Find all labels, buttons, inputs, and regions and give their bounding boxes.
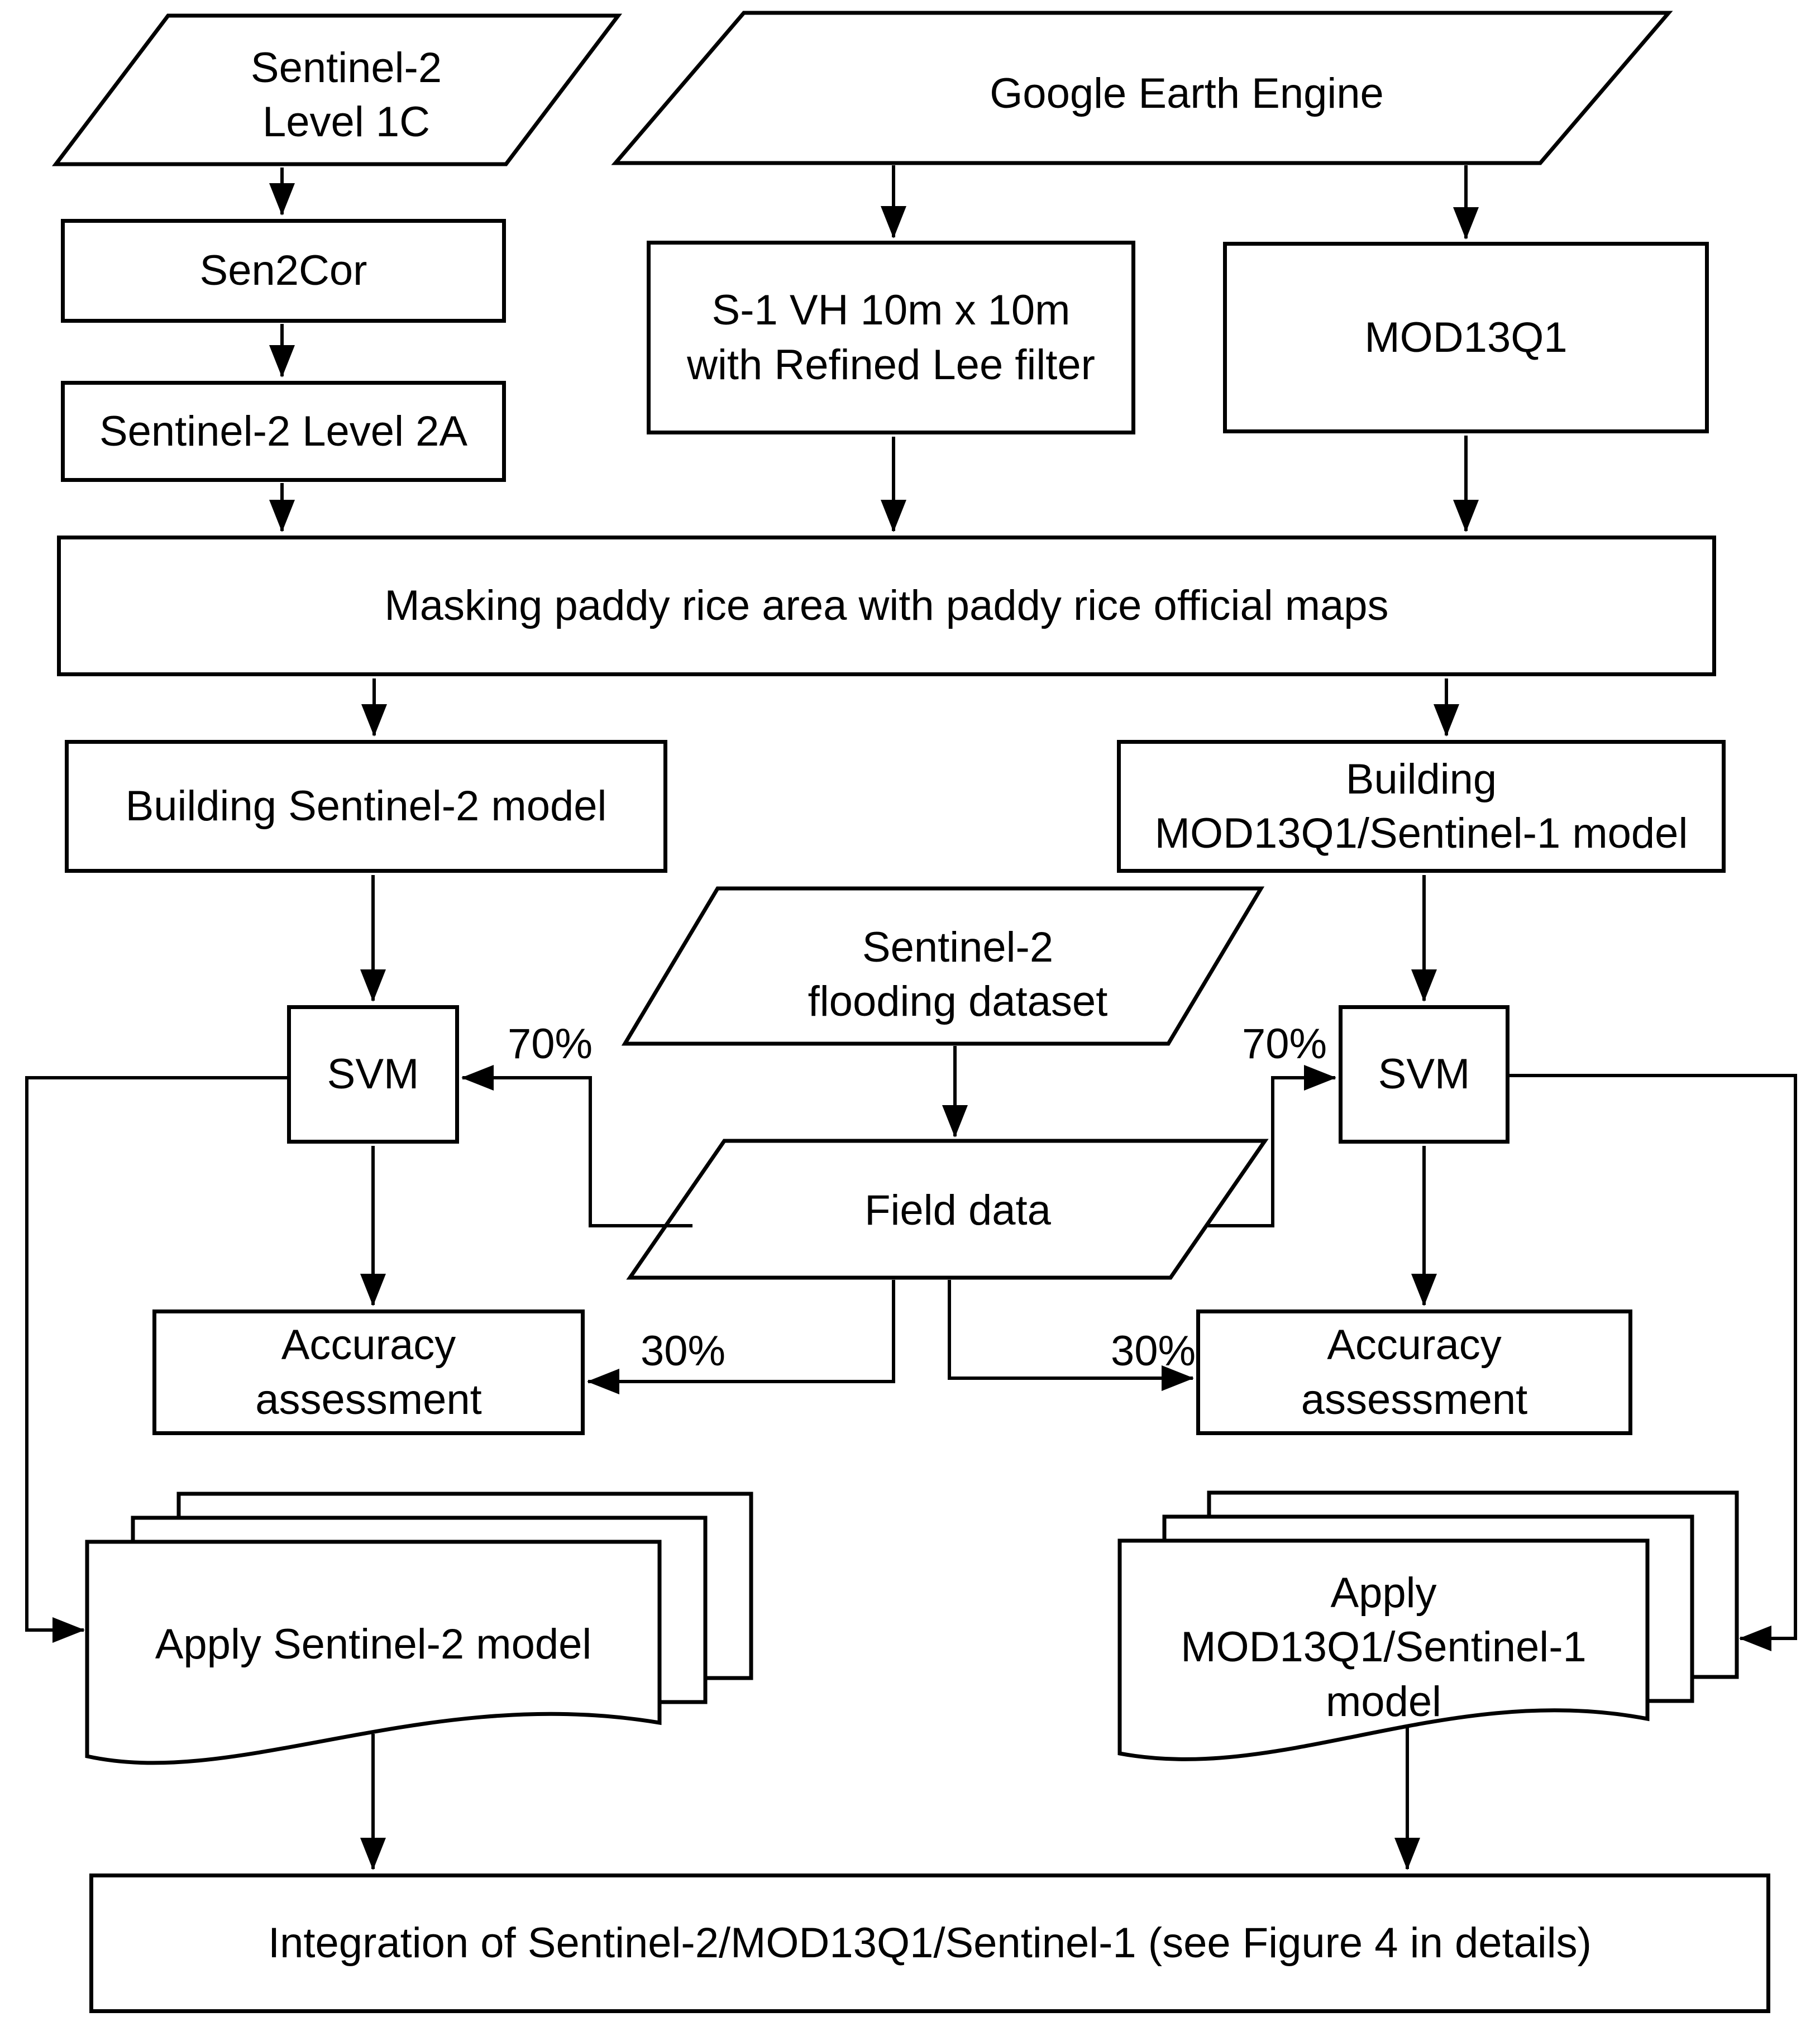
edge-svm-left-to-apply-s2 bbox=[25, 1076, 287, 1643]
node-label: SVM bbox=[327, 1050, 419, 1098]
parallelogram-sentinel2-level1c bbox=[51, 13, 623, 166]
node-sentinel2-level2a: Sentinel-2 Level 2A bbox=[61, 381, 506, 482]
node-masking-paddy-rice: Masking paddy rice area with paddy rice … bbox=[57, 536, 1716, 676]
node-label-line1: Sentinel-2 bbox=[250, 44, 442, 92]
document-stack-apply-mod13q1-sentinel1-model bbox=[1117, 1490, 1739, 1761]
document-stack-apply-sentinel2-model bbox=[85, 1492, 753, 1765]
label-field-data: Field data bbox=[679, 1175, 1237, 1245]
node-s1-vh-refined-lee: S-1 VH 10m x 10m with Refined Lee filter bbox=[647, 241, 1135, 434]
node-accuracy-assessment-right: Accuracy assessment bbox=[1196, 1309, 1632, 1435]
node-label: MOD13Q1 bbox=[1364, 313, 1568, 361]
label-apply-mod13q1-sentinel1-model: Apply MOD13Q1/Sentinel-1 model bbox=[1131, 1564, 1636, 1731]
parallelogram-field-data bbox=[626, 1139, 1269, 1280]
node-integration: Integration of Sentinel-2/MOD13Q1/Sentin… bbox=[89, 1873, 1770, 2013]
node-label-line2: assessment bbox=[255, 1375, 482, 1423]
node-sen2cor: Sen2Cor bbox=[61, 219, 506, 323]
node-label-line1: Accuracy bbox=[1327, 1321, 1502, 1369]
node-label-line1: Building bbox=[1345, 755, 1497, 803]
node-label: Google Earth Engine bbox=[990, 69, 1384, 117]
node-accuracy-assessment-left: Accuracy assessment bbox=[152, 1309, 585, 1435]
node-svm-left: SVM bbox=[287, 1005, 459, 1144]
percent-label: 30% bbox=[640, 1327, 726, 1375]
percent-label: 70% bbox=[507, 1020, 593, 1068]
edge-field-30-to-accuracy-right bbox=[948, 1280, 1194, 1391]
node-label: Sen2Cor bbox=[199, 247, 367, 295]
percent-label: 70% bbox=[1241, 1020, 1327, 1068]
document-sheet-front bbox=[85, 1540, 662, 1765]
edge-label-70-percent-right: 70% bbox=[1209, 1017, 1360, 1070]
node-label-line1: Sentinel-2 bbox=[862, 923, 1054, 971]
document-sheet-front bbox=[1117, 1538, 1650, 1761]
node-label-line1: Accuracy bbox=[281, 1321, 456, 1369]
node-label-line2: flooding dataset bbox=[808, 978, 1108, 1025]
node-label: Apply Sentinel-2 model bbox=[155, 1621, 592, 1669]
node-building-sentinel2-model: Building Sentinel-2 model bbox=[65, 740, 667, 873]
node-label: Masking paddy rice area with paddy rice … bbox=[384, 582, 1389, 630]
node-label-line3: model bbox=[1326, 1677, 1441, 1726]
node-label-line1: S-1 VH 10m x 10m bbox=[711, 286, 1071, 334]
node-label-line1: Apply bbox=[1330, 1569, 1437, 1617]
node-label-line2: assessment bbox=[1301, 1375, 1528, 1423]
edge-field-70-to-svm-right bbox=[1208, 1065, 1336, 1227]
edge-field-70-to-svm-left bbox=[461, 1065, 692, 1227]
parallelogram-google-earth-engine bbox=[611, 11, 1673, 165]
parallelogram-sentinel2-flooding-dataset bbox=[621, 886, 1265, 1046]
node-svm-right: SVM bbox=[1339, 1005, 1509, 1144]
label-sentinel2-flooding-dataset: Sentinel-2 flooding dataset bbox=[679, 919, 1237, 1030]
node-mod13q1: MOD13Q1 bbox=[1223, 242, 1709, 433]
connectors bbox=[25, 165, 1797, 1870]
percent-label: 30% bbox=[1110, 1327, 1196, 1375]
edge-field-30-to-accuracy-left bbox=[587, 1280, 895, 1394]
node-label: Integration of Sentinel-2/MOD13Q1/Sentin… bbox=[268, 1919, 1592, 1967]
edge-label-70-percent-left: 70% bbox=[475, 1017, 625, 1070]
node-label: Building Sentinel-2 model bbox=[125, 782, 607, 830]
label-sentinel2-level1c: Sentinel-2 Level 1C bbox=[151, 34, 542, 156]
edge-label-30-percent-right: 30% bbox=[1078, 1325, 1229, 1378]
node-label-line2: MOD13Q1/Sentinel-1 bbox=[1181, 1623, 1587, 1671]
label-apply-sentinel2-model: Apply Sentinel-2 model bbox=[98, 1614, 648, 1675]
node-label: Sentinel-2 Level 2A bbox=[99, 407, 468, 455]
node-label-line2: MOD13Q1/Sentinel-1 model bbox=[1154, 810, 1688, 857]
edge-label-30-percent-left: 30% bbox=[608, 1325, 758, 1378]
node-building-mod13q1-sentinel1-model: Building MOD13Q1/Sentinel-1 model bbox=[1117, 740, 1726, 873]
edge-svm-right-to-apply-mod bbox=[1509, 1074, 1797, 1651]
node-label: SVM bbox=[1378, 1050, 1470, 1098]
label-google-earth-engine: Google Earth Engine bbox=[796, 59, 1578, 128]
node-label-line2: Level 1C bbox=[262, 98, 430, 146]
node-label-line2: with Refined Lee filter bbox=[687, 341, 1095, 389]
node-label: Field data bbox=[864, 1186, 1051, 1234]
